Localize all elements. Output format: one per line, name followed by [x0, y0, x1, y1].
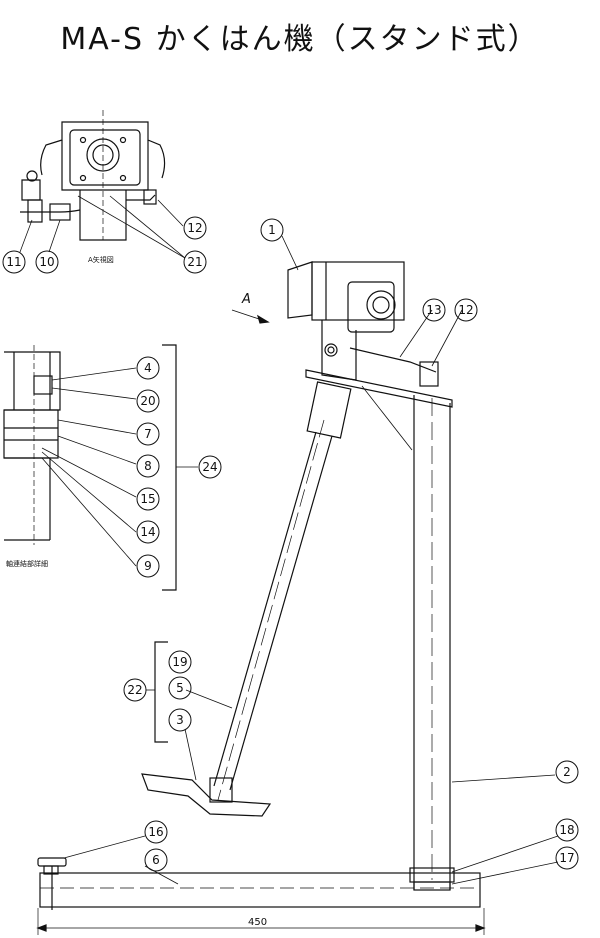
callout-22: 22 — [127, 683, 142, 697]
callout-12a-circle — [183, 216, 207, 240]
callout-3-circle — [168, 708, 192, 732]
callout-8-circle — [136, 454, 160, 478]
callout-2-circle — [555, 760, 579, 784]
callout-14: 14 — [140, 525, 155, 539]
callout-11-circle — [2, 250, 26, 274]
callout-10-circle — [35, 250, 59, 274]
callout-4-circle — [136, 356, 160, 380]
callout-21: 21 — [187, 255, 202, 269]
dimension-width: 450 — [248, 917, 267, 928]
callout-3: 3 — [176, 713, 184, 727]
callout-5: 5 — [176, 681, 184, 695]
callout-9: 9 — [144, 559, 152, 573]
callout-15: 15 — [140, 492, 155, 506]
shaft-detail-label: 軸連結部詳細 — [6, 559, 48, 568]
callout-12b: 12 — [458, 303, 473, 317]
main-stand — [36, 235, 559, 935]
callout-8: 8 — [144, 459, 152, 473]
callout-4: 4 — [144, 361, 152, 375]
callout-5-circle — [168, 676, 192, 700]
callout-9-circle — [136, 554, 160, 578]
callout-24-circle — [198, 455, 222, 479]
callout-20-circle — [136, 389, 160, 413]
callout-10: 10 — [39, 255, 54, 269]
callout-12b-circle — [454, 298, 478, 322]
callout-11: 11 — [6, 255, 21, 269]
callout-13-circle — [422, 298, 446, 322]
view-a-detail — [19, 110, 186, 259]
view-a-label: A矢視図 — [88, 255, 114, 264]
callout-7: 7 — [144, 427, 152, 441]
callout-17: 17 — [559, 851, 574, 865]
callouts: 11 10 12 21 1 13 12 4 20 7 8 15 14 9 24 … — [2, 216, 579, 872]
view-a-arrow-label: A — [241, 292, 251, 307]
drawing-title: MA-S かくはん機（スタンド式） — [60, 22, 540, 57]
callout-15-circle — [136, 487, 160, 511]
callout-6-circle — [144, 848, 168, 872]
callout-21-circle — [183, 250, 207, 274]
callout-24: 24 — [202, 460, 217, 474]
callout-6: 6 — [152, 853, 160, 867]
callout-19-circle — [168, 650, 192, 674]
callout-13: 13 — [426, 303, 441, 317]
callout-16: 16 — [148, 825, 163, 839]
callout-18-circle — [555, 818, 579, 842]
callout-17-circle — [555, 846, 579, 870]
callout-16-circle — [144, 820, 168, 844]
callout-14-circle — [136, 520, 160, 544]
callout-19: 19 — [172, 655, 187, 669]
callout-7-circle — [136, 422, 160, 446]
shaft-coupling-detail — [3, 344, 198, 591]
callout-1-circle — [260, 218, 284, 242]
callout-2: 2 — [563, 765, 571, 779]
callout-20: 20 — [140, 394, 155, 408]
callout-18: 18 — [559, 823, 574, 837]
callout-22-circle — [123, 678, 147, 702]
callout-1: 1 — [268, 223, 276, 237]
callout-12a: 12 — [187, 221, 202, 235]
